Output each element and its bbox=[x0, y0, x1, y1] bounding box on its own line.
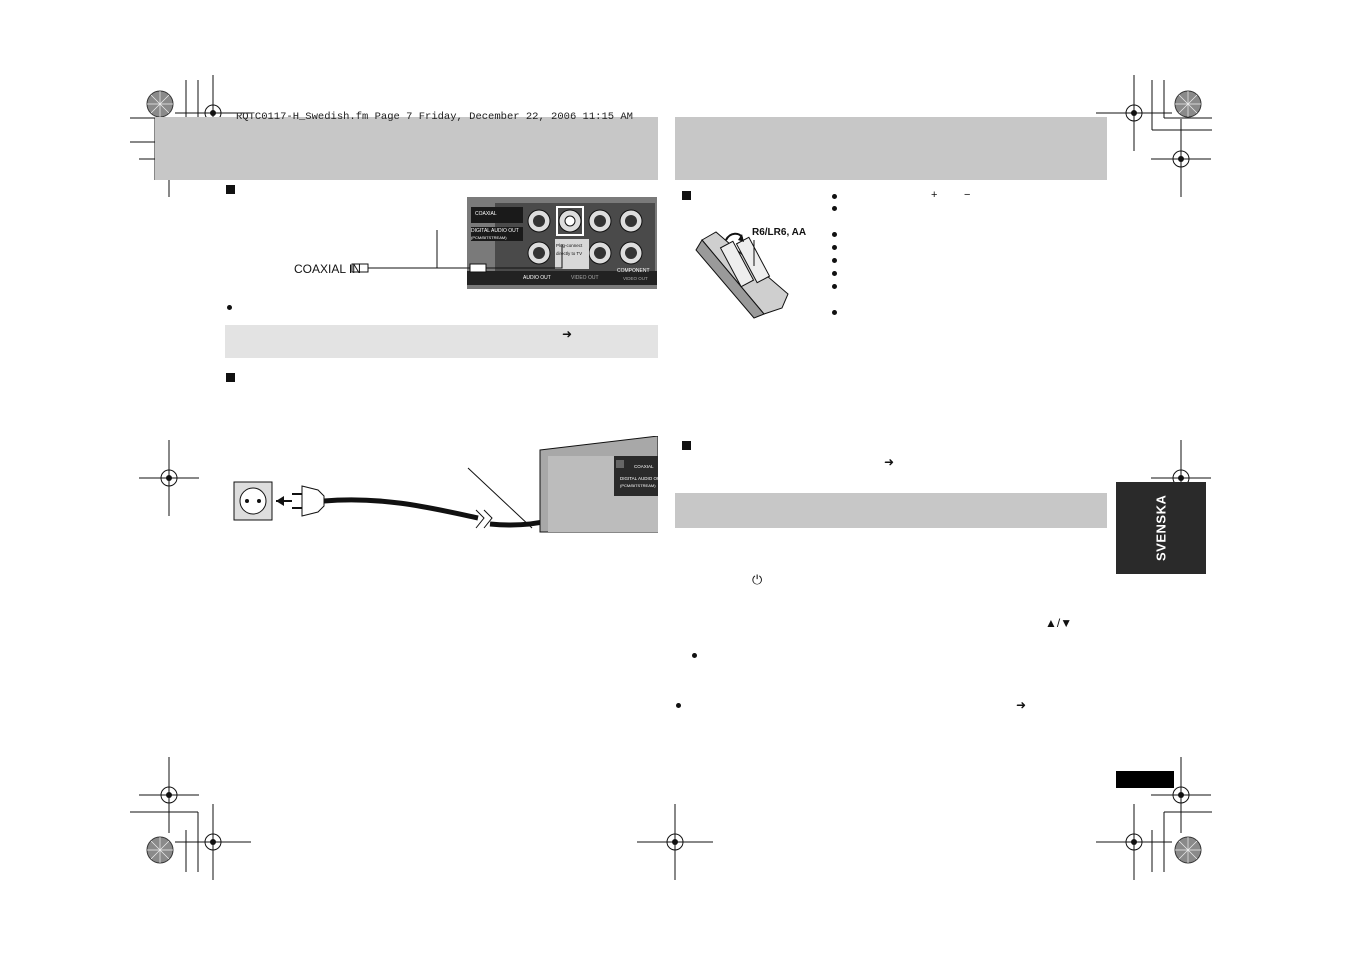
bullet-right-10 bbox=[676, 703, 681, 708]
bullet-right-8 bbox=[832, 310, 837, 315]
bullet-right-5 bbox=[832, 258, 837, 263]
right-header-bar bbox=[675, 117, 1107, 180]
left-header-bar bbox=[155, 117, 658, 180]
power-symbol: ⏻ bbox=[752, 572, 763, 587]
arrow-reference-3: ➜ bbox=[1016, 698, 1027, 712]
remote-battery-illustration bbox=[695, 231, 789, 319]
section-marker-coaxial bbox=[226, 185, 235, 194]
section-marker-batteries bbox=[682, 191, 691, 200]
ac-mains-illustration bbox=[233, 436, 658, 533]
panel-label-pcm: (PCM/BITSTREAM) bbox=[471, 235, 507, 240]
bullet-right-4 bbox=[832, 245, 837, 250]
device-label-pcm: (PCM/BITSTREAM) bbox=[620, 483, 656, 488]
bullet-right-9 bbox=[692, 653, 697, 658]
section-marker-remote-use bbox=[682, 441, 691, 450]
panel-label-plug: Plug-connect bbox=[556, 243, 583, 248]
panel-label-component: COMPONENT bbox=[617, 268, 650, 274]
bullet-right-1 bbox=[832, 194, 837, 199]
panel-label-video-out: VIDEO OUT bbox=[571, 275, 599, 281]
panel-label-audio-out: AUDIO OUT bbox=[523, 275, 551, 281]
arrow-reference-1: ➜ bbox=[562, 327, 573, 341]
language-side-tab: SVENSKA bbox=[1116, 482, 1206, 574]
bullet-right-2 bbox=[832, 206, 837, 211]
battery-type-label: R6/LR6, AA bbox=[752, 227, 807, 238]
coaxial-cable bbox=[351, 230, 563, 273]
panel-label-digital-audio-out: DIGITAL AUDIO OUT bbox=[471, 228, 519, 234]
note-box-left bbox=[225, 325, 658, 358]
rear-panel-figure: COAXIAL DIGITAL AUDIO OUT (PCM/BITSTREAM… bbox=[467, 197, 657, 289]
panel-label-video-out-2: VIDEO OUT bbox=[623, 276, 648, 281]
bullet-right-3 bbox=[832, 232, 837, 237]
up-down-arrows: ▲/▼ bbox=[1045, 616, 1073, 630]
rear-panel-illustration bbox=[467, 197, 657, 289]
panel-label-directly: directly to TV bbox=[556, 251, 583, 256]
bullet-right-7 bbox=[832, 284, 837, 289]
device-label-digital: DIGITAL AUDIO OUT bbox=[620, 476, 664, 481]
minus-symbol: − bbox=[964, 189, 971, 201]
section-marker-ac bbox=[226, 373, 235, 382]
bullet-right-6 bbox=[832, 271, 837, 276]
bullet-left-1 bbox=[227, 305, 232, 310]
plus-symbol: + bbox=[931, 189, 938, 201]
panel-label-coaxial: COAXIAL bbox=[475, 211, 497, 217]
device-label-coaxial: COAXIAL bbox=[634, 464, 654, 469]
coaxial-in-label: COAXIAL IN bbox=[294, 262, 361, 276]
right-subheader-bar bbox=[675, 493, 1107, 528]
arrow-reference-2: ➜ bbox=[884, 455, 895, 469]
page-number-box bbox=[1116, 771, 1174, 788]
file-info-line: RQTC0117-H_Swedish.fm Page 7 Friday, Dec… bbox=[236, 111, 633, 123]
